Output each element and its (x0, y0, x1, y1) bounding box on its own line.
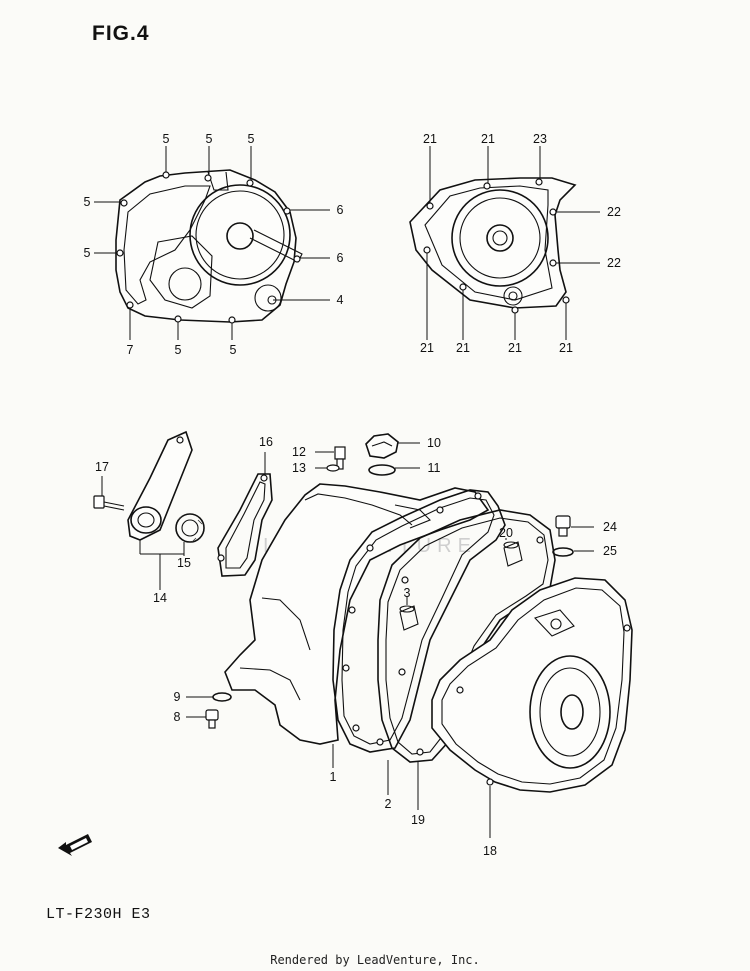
callout-label: 1 (330, 770, 337, 784)
cover-gasket-part[interactable] (377, 509, 556, 763)
oil-filler-cap-part[interactable] (365, 433, 399, 459)
callout-label: 3 (404, 586, 411, 600)
figure-title: FIG.4 (92, 22, 150, 45)
callout-label: 16 (259, 435, 273, 449)
callout-label: 5 (175, 343, 182, 357)
crankcase-gasket-part[interactable] (332, 489, 506, 753)
callout-label: 21 (456, 341, 470, 355)
dowel-pin-part[interactable] (399, 605, 419, 631)
callout-label: 5 (84, 246, 91, 260)
washer-part[interactable] (552, 547, 574, 557)
callout-label: 6 (337, 203, 344, 217)
callout-label: 17 (95, 460, 109, 474)
oil-seal-part[interactable] (175, 513, 205, 543)
callout-label: 9 (174, 690, 181, 704)
callout-label: 14 (153, 591, 167, 605)
callout-label: 19 (411, 813, 425, 827)
callout-label: 21 (508, 341, 522, 355)
clutch-cover-part[interactable] (115, 169, 303, 324)
callout-label: 25 (603, 544, 617, 558)
housing-gasket-part[interactable] (217, 473, 273, 577)
washer-part[interactable] (212, 692, 232, 702)
callout-label: 21 (481, 132, 495, 146)
callout-label: 23 (533, 132, 547, 146)
callout-label: 5 (248, 132, 255, 146)
dowel-pin-part[interactable] (503, 541, 523, 567)
callout-label: 5 (84, 195, 91, 209)
callout-label: 5 (163, 132, 170, 146)
callout-label: 8 (174, 710, 181, 724)
callout-label: 10 (427, 436, 441, 450)
callout-label: 22 (607, 205, 621, 219)
callout-label: 2 (385, 797, 392, 811)
callout-label: 12 (292, 445, 306, 459)
magneto-cover-part[interactable] (409, 177, 577, 314)
callout-label: 20 (499, 526, 513, 540)
crankcase-cover-part[interactable] (431, 577, 633, 793)
callout-label: 21 (420, 341, 434, 355)
footer-credit: Rendered by LeadVenture, Inc. (270, 953, 480, 967)
callout-label: 18 (483, 844, 497, 858)
callout-label: 13 (292, 461, 306, 475)
callout-label: 5 (230, 343, 237, 357)
callout-label: 4 (337, 293, 344, 307)
washer-part[interactable] (326, 464, 340, 472)
fwd-arrow-icon (58, 834, 92, 856)
callout-label: 7 (127, 343, 134, 357)
callout-label: 6 (337, 251, 344, 265)
callout-label: 24 (603, 520, 617, 534)
callout-label: 22 (607, 256, 621, 270)
bolt-part[interactable] (93, 495, 125, 511)
oil-level-plug-part[interactable] (555, 515, 571, 537)
callout-label: 11 (428, 461, 441, 475)
drain-plug-part[interactable] (205, 709, 219, 729)
o-ring-part[interactable] (368, 464, 396, 476)
callout-label: 21 (423, 132, 437, 146)
callout-label: 5 (206, 132, 213, 146)
callout-label: 15 (177, 556, 191, 570)
callout-label: 21 (559, 341, 573, 355)
drain-plug-part[interactable] (334, 446, 346, 470)
model-code: LT-F230H E3 (46, 906, 151, 923)
bearing-housing-part[interactable] (127, 430, 193, 541)
